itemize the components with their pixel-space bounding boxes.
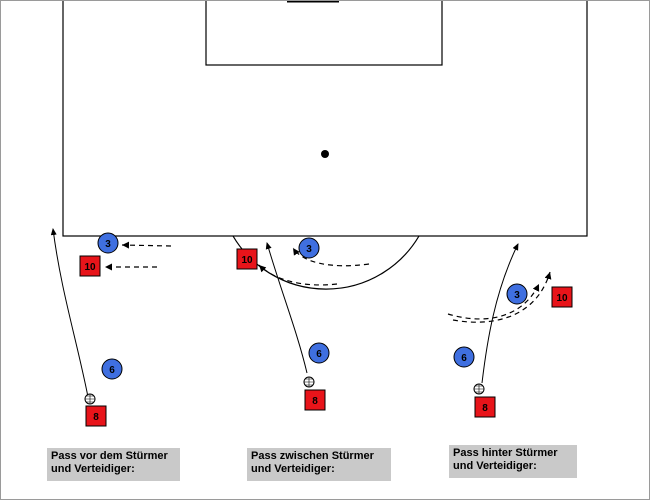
s2-ball-carrier-8: 8 [304, 389, 326, 411]
s3-defender-run [447, 283, 540, 320]
soccer-ball-icon [303, 376, 315, 388]
svg-text:8: 8 [312, 396, 318, 407]
caption-scenario-1: Pass vor dem Stürmer und Verteidiger: [47, 448, 180, 481]
svg-text:8: 8 [93, 412, 99, 423]
svg-text:10: 10 [556, 293, 568, 304]
penalty-spot-icon [321, 150, 329, 158]
goal-area [205, 1, 443, 66]
s3-midfielder-6: 6 [453, 346, 475, 368]
s1-defender-run [121, 241, 172, 249]
svg-text:3: 3 [105, 239, 111, 250]
s1-run-path [50, 228, 89, 398]
svg-text:10: 10 [241, 255, 253, 266]
svg-text:8: 8 [482, 403, 488, 414]
caption-scenario-3: Pass hinter Stürmer und Verteidiger: [449, 445, 577, 478]
caption-scenario-2: Pass zwischen Stürmer und Verteidiger: [247, 448, 391, 481]
s3-ball-carrier-8: 8 [474, 396, 496, 418]
s3-attacker-run [452, 271, 552, 323]
svg-text:6: 6 [316, 349, 322, 360]
s2-midfielder-6: 6 [308, 342, 330, 364]
s3-defender-3: 3 [506, 283, 528, 305]
svg-text:3: 3 [514, 290, 520, 301]
s2-run-path [265, 242, 308, 374]
s2-attacker-run [258, 264, 338, 286]
s1-defender-3: 3 [97, 232, 119, 254]
svg-text:6: 6 [461, 353, 467, 364]
svg-text:6: 6 [109, 365, 115, 376]
svg-text:3: 3 [306, 244, 312, 255]
svg-text:10: 10 [84, 262, 96, 273]
s3-attacker-10: 10 [551, 286, 573, 308]
penalty-arc [232, 235, 420, 290]
soccer-ball-icon [473, 383, 485, 395]
penalty-area [62, 1, 588, 237]
s2-defender-3: 3 [298, 237, 320, 259]
s1-attacker-10: 10 [79, 255, 101, 277]
s3-run-path [481, 243, 519, 384]
soccer-ball-icon [84, 393, 96, 405]
s1-midfielder-6: 6 [101, 358, 123, 380]
s2-defender-run [292, 247, 370, 267]
s2-attacker-10: 10 [236, 248, 258, 270]
s1-ball-carrier-8: 8 [85, 405, 107, 427]
